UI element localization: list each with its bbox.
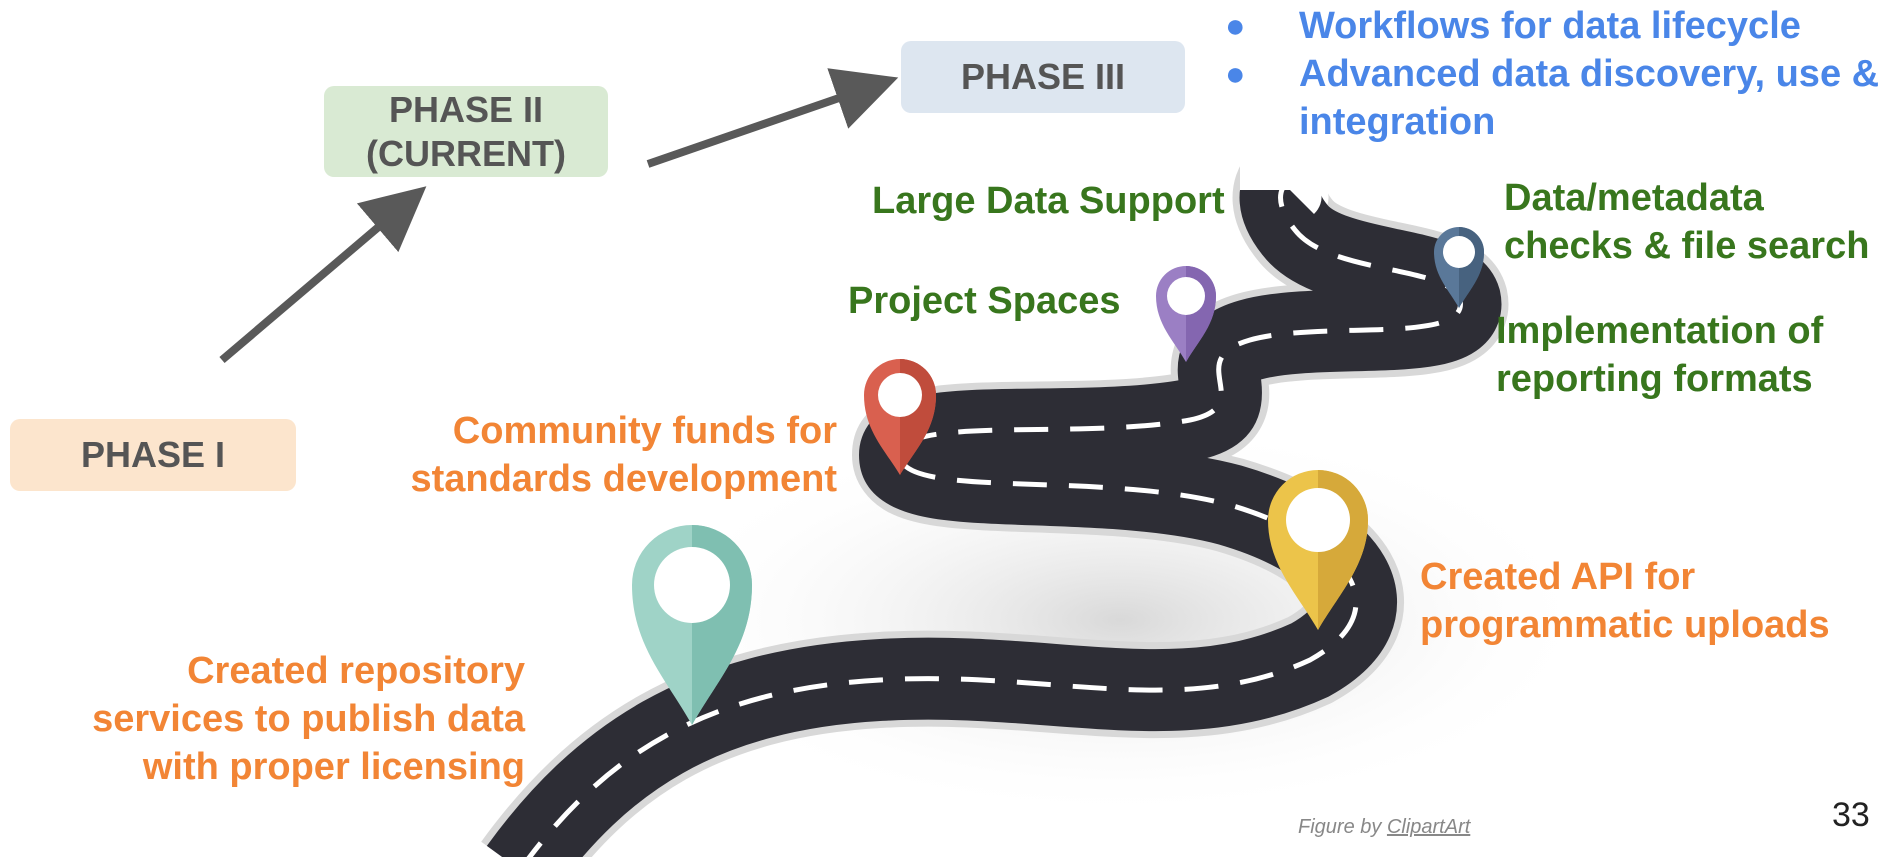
pin-blue-icon xyxy=(1434,227,1484,308)
milestone-api: Created API for programmatic uploads xyxy=(1420,556,1830,646)
milestone-reporting: Implementation of reporting formats xyxy=(1496,310,1824,400)
bullet-icon: ● xyxy=(1225,7,1246,45)
milestone-checks: Data/metadata checks & file search xyxy=(1504,177,1870,267)
figure-credit: Figure by ClipartArt xyxy=(1298,816,1471,838)
phase-2-label: PHASE II xyxy=(388,88,544,130)
arrow-phase2-to-phase3 xyxy=(646,68,899,168)
milestone-community-funds: Community funds for standards developmen… xyxy=(410,410,837,500)
phase-1-box: PHASE I xyxy=(10,419,296,491)
milestone-repository: Created repository services to publish d… xyxy=(92,650,525,788)
milestone-project-spaces: Project Spaces xyxy=(848,280,1121,322)
phase-1-label: PHASE I xyxy=(80,434,226,475)
goal-item: ●Advanced data discovery, use &integrati… xyxy=(1225,50,1879,146)
phase-3-goals: ●Workflows for data lifecycle ●Advanced … xyxy=(1225,2,1879,146)
pin-red-icon xyxy=(864,359,936,475)
pin-teal-icon xyxy=(632,525,752,725)
milestone-large-data: Large Data Support xyxy=(872,180,1225,222)
bullet-icon: ● xyxy=(1225,55,1246,93)
phase-3-label: PHASE III xyxy=(960,56,1126,97)
phase-2-sublabel: (CURRENT) xyxy=(366,132,566,174)
credit-link[interactable]: ClipartArt xyxy=(1386,816,1471,838)
page-number: 33 xyxy=(1832,796,1870,834)
arrow-phase1-to-phase2 xyxy=(219,186,427,364)
phase-3-box: PHASE III xyxy=(901,41,1185,113)
pin-purple-icon xyxy=(1156,266,1216,362)
phase-2-box: PHASE II (CURRENT) xyxy=(324,86,608,177)
goal-item: ●Workflows for data lifecycle xyxy=(1225,2,1879,50)
pin-yellow-icon xyxy=(1268,470,1368,630)
